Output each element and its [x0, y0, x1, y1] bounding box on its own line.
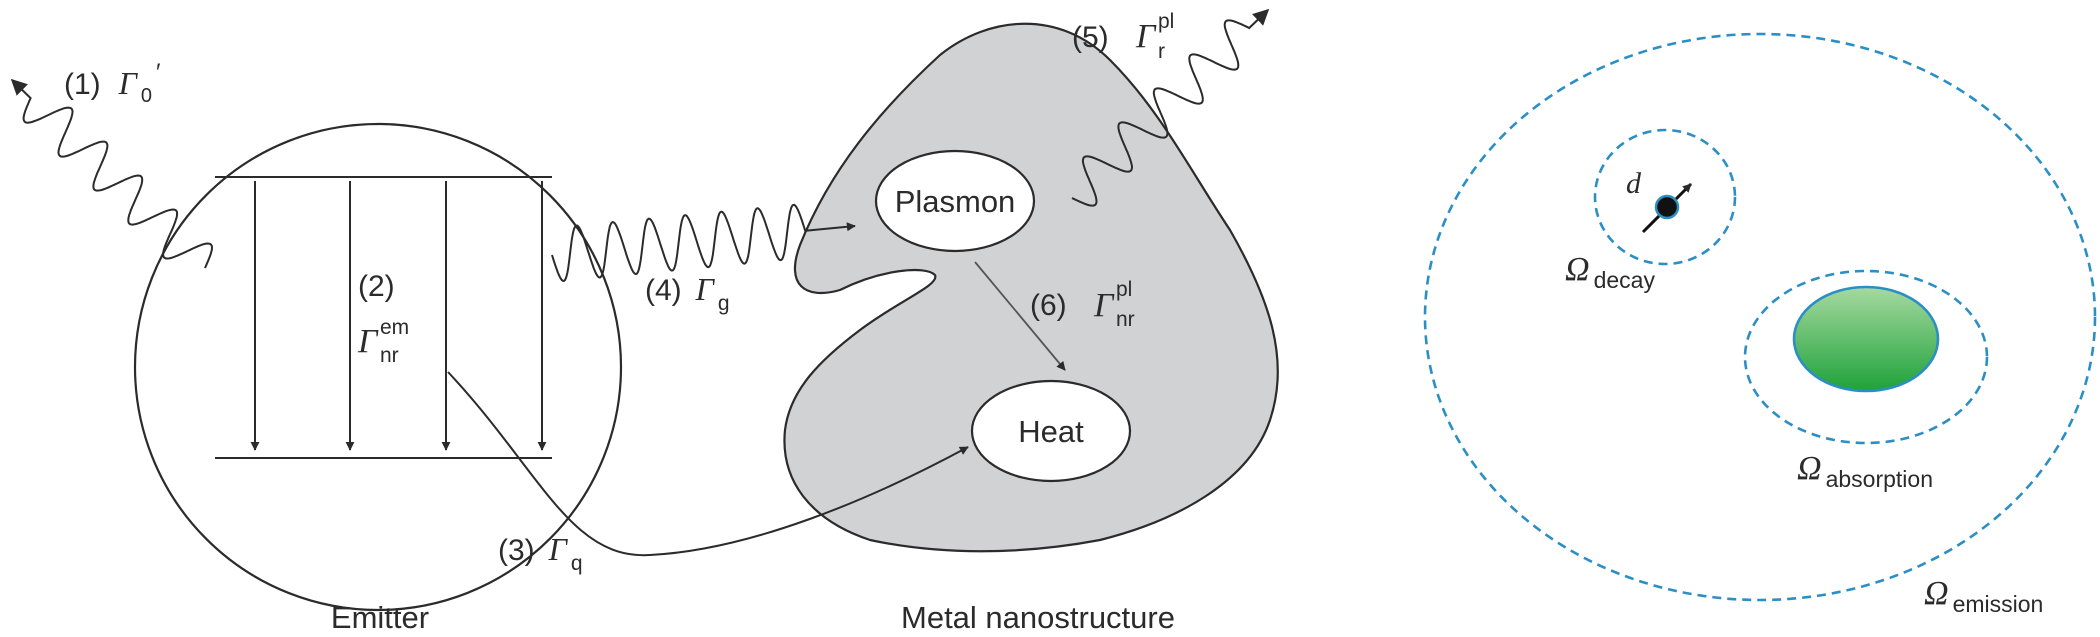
emission-region: [1423, 32, 2097, 602]
transition-arrows: [250, 181, 547, 451]
metal-nanostructure: [783, 22, 1279, 553]
heat-node: Heat: [970, 379, 1132, 483]
omega-absorption-label: Ω absorption: [1797, 450, 1933, 492]
emission-boundary: [1423, 32, 2097, 602]
process-6-sub: nr: [1116, 308, 1135, 331]
wave-energy-transfer: [551, 203, 856, 282]
process-1-label: (1) Γ 0 ′: [64, 59, 161, 107]
plasmon-label: Plasmon: [895, 184, 1016, 219]
process-2-sub: nr: [380, 344, 399, 367]
emitter-caption: Emitter: [331, 600, 429, 635]
process-5-sup: pl: [1158, 10, 1174, 33]
wave-plasmon-radiation: [1071, 8, 1270, 207]
quenching-curve: [447, 371, 969, 557]
metal-particle: [1792, 285, 1940, 393]
emitter-circle: [133, 122, 623, 612]
omega-decay-label: Ω decay: [1565, 251, 1655, 293]
energy-levels: [215, 176, 552, 459]
plasmon-to-heat-arrow: [974, 261, 1066, 371]
process-2-symbol: Γ: [357, 323, 379, 360]
process-5-symbol: Γ: [1135, 18, 1157, 55]
process-5-number: (5): [1072, 21, 1109, 54]
dipole: [1641, 182, 1693, 234]
absorption-boundary: [1743, 269, 1989, 445]
process-2-sup: em: [380, 316, 409, 339]
process-6-sup: pl: [1116, 278, 1132, 301]
wave-radiative-emitter: [10, 78, 214, 269]
heat-label: Heat: [1018, 414, 1084, 449]
process-4-label: (4) Γ g: [645, 271, 730, 315]
decay-boundary: [1593, 128, 1737, 266]
process-5-sub: r: [1158, 40, 1165, 63]
omega-emission-label: Ω emission: [1924, 575, 2043, 617]
process-6-number: (6): [1030, 289, 1067, 322]
process-2-number: (2): [358, 270, 395, 303]
nanostructure-caption: Metal nanostructure: [901, 600, 1175, 635]
absorption-region: [1743, 269, 1989, 445]
process-6-symbol: Γ: [1093, 287, 1115, 324]
process-3-label: (3) Γ q: [498, 531, 583, 575]
dipole-label: d: [1626, 167, 1642, 200]
decay-region: [1593, 128, 1737, 266]
plasmon-node: Plasmon: [874, 149, 1036, 253]
